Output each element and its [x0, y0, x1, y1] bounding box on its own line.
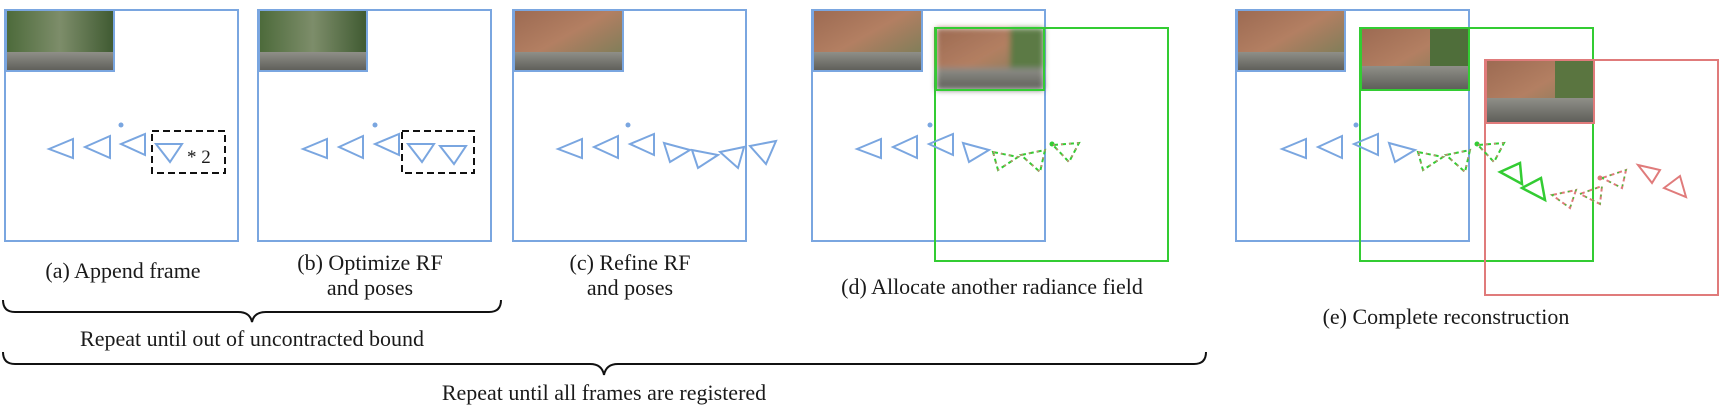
panel-a: * 2	[4, 9, 239, 242]
radiance-field-bound-2	[1359, 27, 1594, 262]
keyframe-thumbnail-icon	[258, 9, 368, 72]
camera-frustum-icon	[336, 134, 364, 160]
keyframe-thumbnail-icon	[5, 9, 115, 72]
camera-frustum-icon	[372, 132, 400, 157]
keyframe-thumbnail-icon	[513, 9, 624, 72]
caption-d: (d) Allocate another radiance field	[841, 274, 1143, 299]
camera-frustum-icon	[1635, 163, 1662, 185]
camera-frustum-icon	[1315, 134, 1343, 160]
camera-frustum-icon	[1577, 184, 1604, 206]
camera-frustum-icon	[591, 134, 619, 160]
camera-frustum-icon	[1018, 148, 1047, 174]
camera-frustum-icon	[991, 150, 1021, 172]
radiance-field-bound-3	[1484, 59, 1719, 296]
camera-frustum-icon	[1443, 148, 1472, 174]
camera-frustum-icon	[854, 137, 882, 160]
camera-center-dot-icon	[372, 122, 378, 128]
panel-d	[811, 9, 1169, 262]
panel-e	[1235, 9, 1719, 296]
camera-frustum-icon	[1497, 161, 1524, 187]
camera-frustum-icon	[926, 132, 954, 157]
camera-frustum-icon	[118, 132, 146, 157]
camera-center-dot-icon	[118, 122, 124, 128]
keyframe-thumbnail-icon	[1360, 27, 1470, 91]
panel-b	[257, 9, 492, 242]
outer-repeat-label: Repeat until all frames are registered	[442, 380, 766, 405]
camera-frustum-icon	[437, 145, 468, 166]
camera-frustum-icon	[1387, 141, 1418, 164]
caption-c-line-2: and poses	[587, 275, 673, 300]
camera-frustum-icon	[1279, 137, 1307, 160]
radiance-field-bound-1	[257, 9, 492, 242]
camera-frustum-icon	[1519, 176, 1547, 203]
camera-center-dot-icon	[625, 122, 631, 128]
camera-frustum-icon	[1661, 174, 1688, 199]
inner-repeat-brace	[2, 299, 502, 323]
camera-frustum-icon	[405, 143, 436, 164]
caption-c-line-1: (c) Refine RF	[570, 250, 691, 275]
appended-frame-box	[151, 130, 226, 174]
camera-center-dot-icon	[1353, 122, 1359, 128]
optimized-frames-box	[401, 130, 475, 174]
outer-repeat-brace	[2, 351, 1207, 376]
camera-frustum-icon	[1050, 141, 1081, 164]
camera-frustum-icon	[1549, 188, 1578, 210]
inner-repeat-label: Repeat until out of uncontracted bound	[80, 326, 424, 351]
radiance-field-bound-1	[811, 9, 1046, 242]
radiance-field-bound-1	[1235, 9, 1470, 242]
caption-b-line-1: (b) Optimize RF	[297, 250, 442, 275]
camera-frustum-icon	[153, 143, 184, 164]
camera-frustum-icon	[690, 148, 721, 170]
caption-b-line-2: and poses	[327, 275, 413, 300]
camera-frustum-icon	[300, 137, 328, 160]
radiance-field-bound-1	[4, 9, 239, 242]
camera-frustum-icon	[1416, 150, 1446, 172]
blurred-keyframe-thumbnail-icon	[935, 27, 1045, 91]
caption-a: (a) Append frame	[45, 258, 200, 283]
camera-frustum-icon	[717, 145, 746, 170]
camera-frustum-icon	[961, 141, 992, 164]
camera-frustum-icon	[627, 132, 655, 157]
camera-center-dot-icon	[927, 122, 933, 128]
radiance-field-bound-1	[512, 9, 747, 242]
frame-multiplier-label: * 2	[187, 147, 211, 168]
keyframe-thumbnail-icon	[812, 9, 923, 72]
keyframe-thumbnail-icon	[1485, 59, 1595, 124]
camera-frustum-icon	[1475, 141, 1506, 164]
camera-frustum-icon	[748, 139, 778, 166]
camera-frustum-icon	[890, 134, 918, 160]
camera-frustum-icon	[555, 137, 583, 160]
camera-frustum-icon	[1599, 168, 1628, 190]
camera-frustum-icon	[662, 141, 693, 164]
panel-c	[512, 9, 778, 242]
keyframe-thumbnail-icon	[1236, 9, 1346, 72]
camera-frustum-icon	[82, 134, 111, 160]
radiance-field-bound-2	[934, 27, 1169, 262]
camera-frustum-icon	[46, 137, 74, 160]
caption-e: (e) Complete reconstruction	[1323, 304, 1570, 329]
camera-frustum-icon	[1351, 132, 1379, 157]
